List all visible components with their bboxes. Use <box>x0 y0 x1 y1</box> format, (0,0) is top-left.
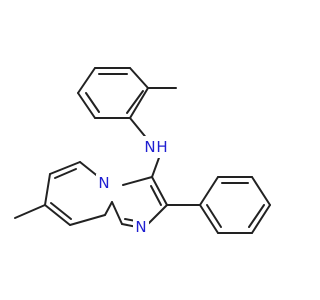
nh-c3-bond <box>151 154 161 178</box>
pyridine-ring <box>44 161 113 226</box>
n1-label: N <box>135 218 146 236</box>
atom-nh: N H <box>143 136 169 158</box>
nh-h-label: H <box>156 138 167 156</box>
phenyl-ring <box>199 176 271 234</box>
atom-n-bridgehead: N <box>96 174 112 192</box>
n4-label: N <box>98 174 109 192</box>
atom-n-imidazole: N <box>133 218 149 236</box>
nh-n-label: N <box>144 138 155 156</box>
pyridine-methyl-bond <box>14 204 46 219</box>
molecule-structure: N H N N <box>14 67 271 236</box>
tolyl-ring <box>77 67 149 119</box>
